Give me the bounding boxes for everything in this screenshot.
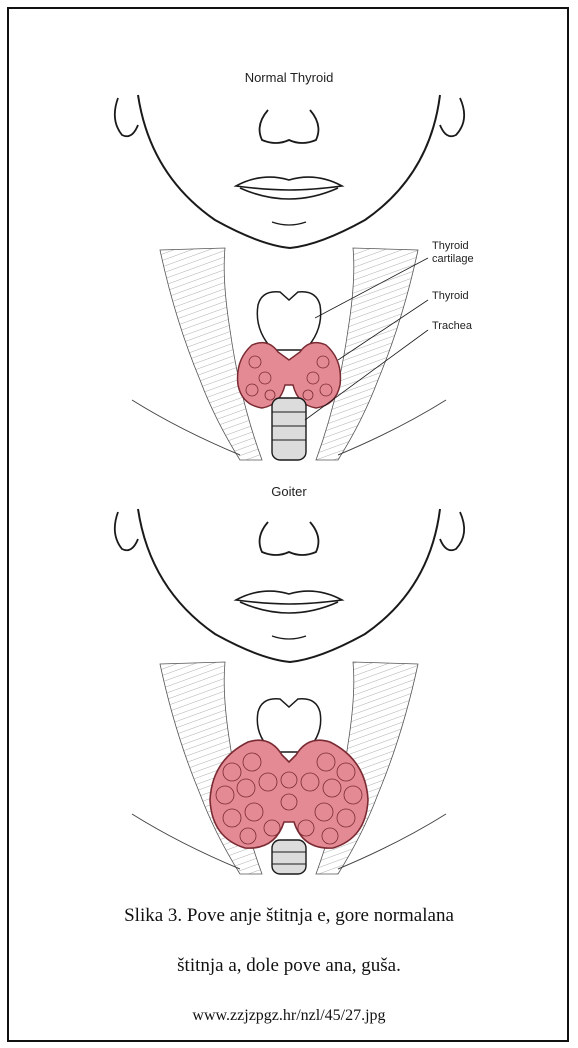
caption-source-url: www.zzjzpgz.hr/nzl/45/27.jpg (0, 1007, 578, 1025)
normal-thyroid-title: Normal Thyroid (189, 70, 389, 85)
goiter-panel (115, 509, 464, 874)
right-ear (440, 512, 464, 550)
nose (260, 110, 319, 143)
trachea-normal (272, 398, 306, 460)
label-thyroid-cartilage-line1: Thyroid (432, 240, 474, 253)
label-thyroid-cartilage-line2: cartilage (432, 253, 474, 266)
caption-line-1: Slika 3. Pove anje štitnja e, gore norma… (0, 905, 578, 927)
caption-line-2: štitnja a, dole pove ana, guša. (0, 955, 578, 977)
label-trachea: Trachea (432, 320, 472, 333)
upper-lip (236, 591, 342, 604)
label-thyroid-cartilage: Thyroid cartilage (432, 240, 474, 266)
normal-thyroid-panel (115, 95, 464, 460)
nose (260, 522, 319, 555)
thyroid-gland-goiter (210, 740, 368, 848)
goiter-title: Goiter (189, 484, 389, 499)
left-ear (115, 98, 138, 136)
chin-line (272, 222, 306, 225)
label-thyroid: Thyroid (432, 290, 469, 303)
thyroid-cartilage (257, 292, 320, 350)
chin-line (272, 636, 306, 639)
trachea-goiter (272, 840, 306, 874)
right-ear (440, 98, 464, 136)
upper-lip (236, 177, 342, 190)
left-ear (115, 512, 138, 550)
